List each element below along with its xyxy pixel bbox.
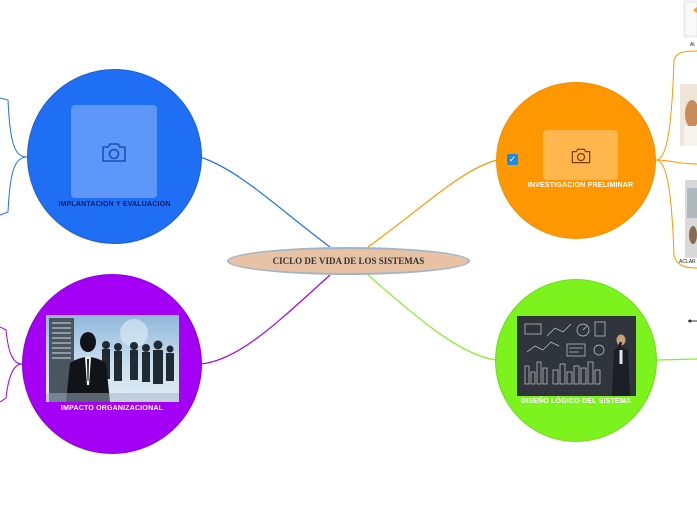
camera-icon — [571, 148, 590, 163]
connector-implantacion — [199, 156, 331, 248]
branch-implantacion-down — [0, 156, 28, 216]
branch-diseno — [656, 358, 697, 361]
side-label-bottom: ACLAR — [679, 259, 696, 265]
image-placeholder-investigacion[interactable] — [543, 130, 618, 180]
label-impacto: IMPACTO ORGANIZACIONAL — [60, 405, 164, 412]
side-photo-top — [683, 0, 697, 38]
central-topic-title: CICLO DE VIDA DE LOS SISTEMAS — [272, 256, 425, 266]
branch-diseno-dot — [688, 319, 692, 323]
checkbox-checked-icon[interactable]: ✓ — [507, 154, 518, 165]
connector-impacto — [200, 274, 331, 365]
branch-investigacion-top — [655, 50, 697, 161]
image-diseno-chalkboard — [517, 316, 636, 396]
image-placeholder-implantacion[interactable] — [71, 105, 157, 198]
central-topic[interactable]: CICLO DE VIDA DE LOS SISTEMAS — [227, 247, 470, 275]
image-impacto-business-people — [46, 315, 179, 402]
branch-implantacion-up — [0, 97, 28, 158]
side-label-top: Al — [690, 42, 695, 48]
branch-investigacion-low — [655, 159, 697, 269]
node-investigacion[interactable] — [496, 82, 656, 239]
connector-investigacion — [367, 159, 498, 248]
branch-impacto-up — [0, 326, 23, 365]
connector-diseno — [367, 274, 497, 361]
label-implantacion: IMPLANTACION Y EVALUACION — [58, 201, 171, 208]
branch-impacto-down — [0, 363, 23, 403]
label-diseno: DISEÑO LÓGICO DEL SISTEMA — [520, 398, 632, 405]
label-investigacion: INVESTIGACION PRELIMINAR — [527, 182, 634, 189]
branch-investigacion-mid — [655, 159, 697, 165]
side-photo-mid — [680, 84, 697, 146]
camera-icon — [102, 142, 126, 162]
node-implantacion[interactable] — [27, 69, 202, 244]
side-photo-low — [685, 180, 697, 258]
